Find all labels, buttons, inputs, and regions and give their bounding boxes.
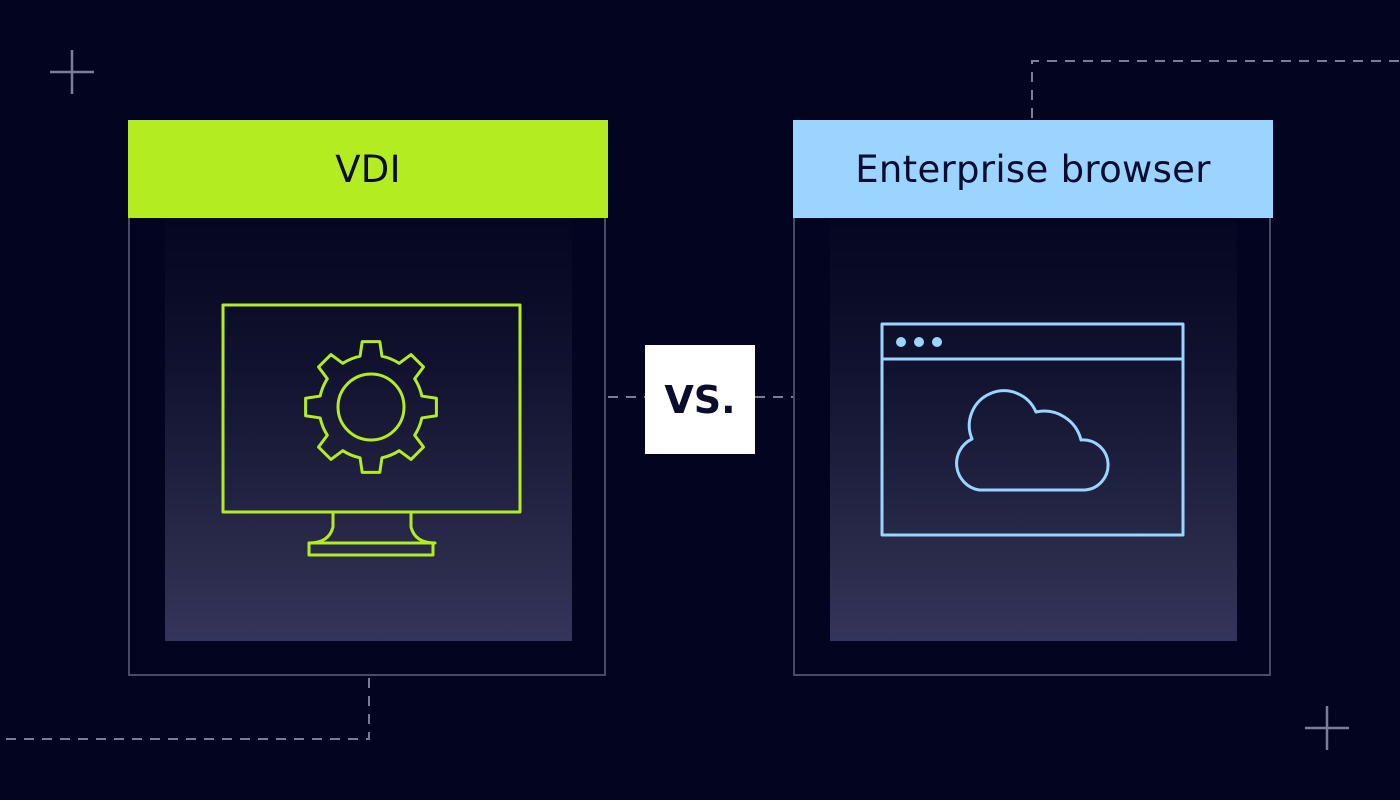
monitor-gear-icon <box>221 303 522 557</box>
plus-icon <box>1305 706 1349 750</box>
browser-cloud-icon <box>880 322 1185 537</box>
plus-icon <box>50 50 94 94</box>
gear-icon <box>304 340 438 474</box>
vs-badge: VS. <box>645 345 755 454</box>
vdi-panel-title: VDI <box>128 120 608 218</box>
vdi-panel-body <box>165 220 572 641</box>
enterprise-browser-panel: Enterprise browser <box>793 120 1273 676</box>
enterprise-browser-panel-title: Enterprise browser <box>793 120 1273 218</box>
enterprise-browser-panel-body <box>830 220 1237 641</box>
connector-top-right <box>1031 60 1400 118</box>
connector-bottom-left <box>0 678 370 740</box>
vdi-panel: VDI <box>128 120 608 676</box>
